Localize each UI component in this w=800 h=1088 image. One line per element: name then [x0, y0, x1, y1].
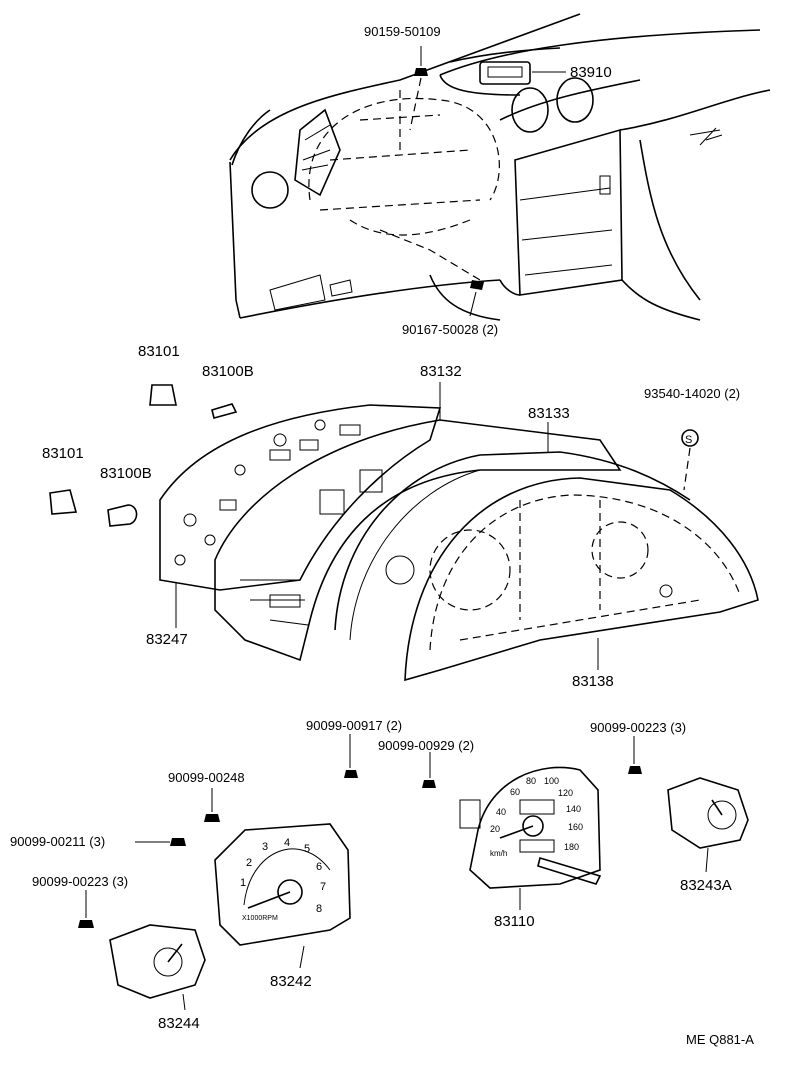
- screw-symbol: S: [685, 434, 692, 446]
- label-90159-50109: 90159-50109: [364, 24, 441, 39]
- label-83244: 83244: [158, 1015, 200, 1032]
- label-83101-top: 83101: [138, 343, 180, 360]
- diagram-code: ME Q881-A: [686, 1032, 754, 1047]
- tacho-tick-7: 7: [320, 881, 326, 893]
- label-90099-00223-left: 90099-00223 (3): [32, 874, 128, 889]
- label-83247: 83247: [146, 631, 188, 648]
- dashboard-illustration: [229, 13, 771, 321]
- label-83138: 83138: [572, 673, 614, 690]
- tacho-tick-5: 5: [304, 843, 310, 855]
- speedo-tick-180: 180: [564, 842, 579, 852]
- tachometer-dial: 1 2 3 4 5 6 7 8 X1000RPM: [240, 837, 326, 922]
- label-83243a: 83243A: [680, 877, 732, 894]
- label-93540-14020: 93540-14020 (2): [644, 386, 740, 401]
- label-83100b-left: 83100B: [100, 465, 152, 482]
- label-90099-00917: 90099-00917 (2): [306, 718, 402, 733]
- speedo-tick-20: 20: [490, 824, 500, 834]
- tacho-tick-2: 2: [246, 857, 252, 869]
- label-83101-left: 83101: [42, 445, 84, 462]
- label-90167-50028: 90167-50028 (2): [402, 322, 498, 337]
- part-labels: 90159-50109 83910 90167-50028 (2) 83101 …: [10, 24, 740, 1032]
- label-83110: 83110: [494, 913, 535, 930]
- gauges-illustration: [78, 734, 749, 1011]
- label-90099-00248: 90099-00248: [168, 770, 245, 785]
- tacho-tick-6: 6: [316, 861, 322, 873]
- label-83100b-top: 83100B: [202, 363, 254, 380]
- speedo-tick-140: 140: [566, 804, 581, 814]
- tacho-tick-3: 3: [262, 841, 268, 853]
- label-83132: 83132: [420, 363, 462, 380]
- tacho-tick-8: 8: [316, 903, 322, 915]
- label-90099-00211: 90099-00211 (3): [10, 834, 105, 849]
- tacho-unit: X1000RPM: [242, 915, 278, 922]
- speedo-tick-80: 80: [526, 776, 536, 786]
- label-90099-00223-right: 90099-00223 (3): [590, 720, 686, 735]
- tacho-tick-1: 1: [240, 877, 246, 889]
- speedo-tick-40: 40: [496, 807, 506, 817]
- label-90099-00929: 90099-00929 (2): [378, 738, 474, 753]
- label-83133: 83133: [528, 405, 570, 422]
- speedometer-dial: 20 40 60 80 100 120 140 160 180 km/h: [490, 776, 583, 858]
- cluster-illustration: [49, 382, 759, 682]
- speedo-tick-60: 60: [510, 787, 520, 797]
- speedo-unit: km/h: [490, 849, 507, 858]
- label-83910: 83910: [570, 64, 612, 81]
- speedo-tick-160: 160: [568, 822, 583, 832]
- tacho-tick-4: 4: [284, 837, 290, 849]
- speedo-tick-100: 100: [544, 776, 559, 786]
- speedo-tick-120: 120: [558, 788, 573, 798]
- label-83242: 83242: [270, 973, 312, 990]
